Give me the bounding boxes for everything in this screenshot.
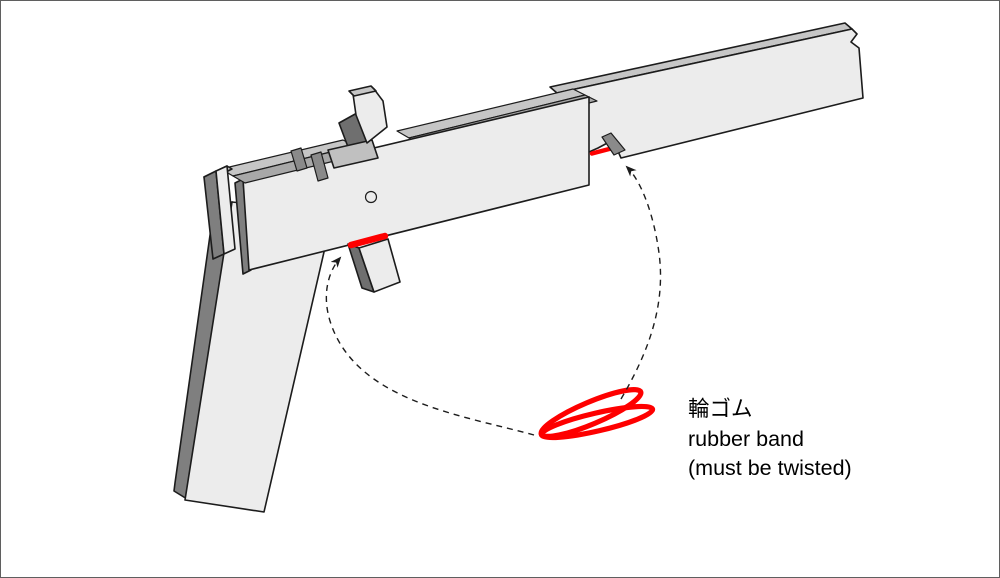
body-board — [234, 96, 590, 275]
label-line-note: (must be twisted) — [688, 456, 852, 480]
rear-hook — [601, 132, 626, 156]
label-line-en: rubber band — [688, 426, 804, 451]
label-line-ja: 輪ゴム — [688, 397, 753, 421]
arrow-to-rear-notch — [620, 165, 662, 400]
body-hole — [364, 190, 378, 204]
locking-tabs — [290, 147, 329, 182]
rubber-band-label: 輪ゴム rubber band (must be twisted) — [688, 395, 852, 484]
hammer-catch — [327, 85, 388, 169]
trigger-band-position — [347, 232, 389, 249]
muzzle-board — [203, 165, 236, 260]
stock-board — [549, 22, 864, 159]
arrow-to-trigger — [325, 256, 535, 436]
rubber-band-coil — [538, 386, 656, 441]
